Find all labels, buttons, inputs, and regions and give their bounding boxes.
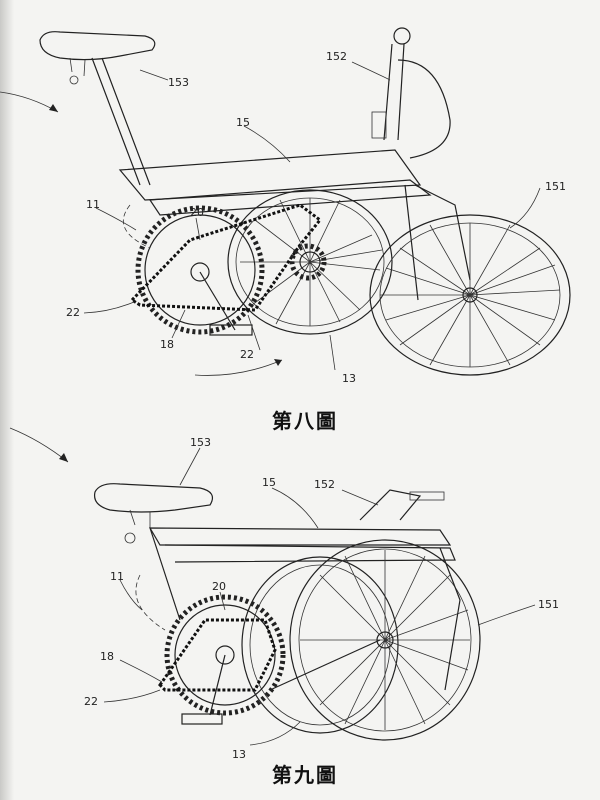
leader-20-folded (219, 591, 226, 611)
leader-152-folded (341, 489, 379, 506)
rear-wheel-folded (241, 556, 399, 734)
leader-13 (329, 334, 336, 371)
crank-axle (190, 262, 210, 282)
rear-hub (299, 251, 321, 273)
label-151: 151 (545, 180, 566, 193)
folding-path-11-folded (135, 574, 166, 631)
label-153-folded: 153 (190, 436, 211, 449)
chainring (144, 214, 256, 326)
crank-axle-folded (215, 645, 235, 665)
leader-153-folded (179, 447, 201, 486)
label-15-folded: 15 (262, 476, 276, 489)
chainring-teeth (135, 205, 265, 335)
folding-path-11 (122, 204, 151, 249)
front-wheel-folded (289, 539, 481, 741)
label-18-folded: 18 (100, 650, 114, 663)
leader-22a (83, 301, 135, 314)
label-13-folded: 13 (232, 748, 246, 761)
label-11-folded: 11 (110, 570, 124, 583)
seat-clamp-bolt-folded (124, 532, 136, 544)
front-wheel-spokes (380, 223, 561, 367)
label-11: 11 (86, 198, 100, 211)
brake-cable (397, 59, 451, 159)
figure-9-ref-arrowhead (59, 453, 68, 462)
rotation-arrow (194, 359, 283, 376)
rear-wheel-outer (227, 189, 393, 335)
figure-8-drawing: 153 152 15 151 11 20 22 18 22 13 第八圖 (0, 27, 571, 433)
leader-151-folded (477, 604, 536, 626)
front-wheel-spokes-folded (300, 550, 470, 730)
figure-9-ref-arrow (9, 427, 69, 463)
crank-arm-folded (209, 654, 226, 716)
leader-13-folded (249, 721, 301, 746)
seat-post (91, 57, 151, 186)
figure-9-drawing: 153 15 152 11 20 151 18 22 13 第九圖 (9, 427, 559, 787)
pedal-folded (181, 713, 223, 725)
chainstay-folded (269, 639, 381, 691)
handlebar-grip-folded (409, 491, 445, 501)
saddle-clamp-folded (129, 509, 151, 528)
chain (129, 203, 323, 312)
handlebar-grip (393, 27, 411, 45)
leader-18-folded (119, 659, 163, 683)
label-20: 20 (190, 206, 204, 219)
leader-15-folded (271, 487, 319, 529)
leader-18 (171, 309, 186, 339)
figure-8-ref-arrow (0, 91, 59, 113)
rotation-arrowhead (274, 359, 282, 366)
frame-lower-rail (148, 179, 432, 216)
leader-22-folded (103, 689, 161, 703)
label-18: 18 (160, 338, 174, 351)
saddle-folded (93, 483, 213, 513)
leader-152 (351, 61, 391, 81)
leader-15 (243, 125, 291, 163)
handlebar-post (383, 43, 405, 141)
chain-folded (158, 618, 277, 692)
leader-22b (247, 314, 261, 351)
page-edge-shadow (0, 0, 14, 800)
label-151-folded: 151 (538, 598, 559, 611)
head-tube (404, 184, 419, 301)
handlebar-folded (359, 489, 422, 521)
figure-8-ref-arrowhead (49, 104, 58, 112)
leader-20 (195, 217, 201, 241)
label-153: 153 (168, 76, 189, 89)
label-152: 152 (326, 50, 347, 63)
saddle-clamp (69, 57, 86, 77)
main-frame-tube (118, 149, 422, 201)
front-wheel-outer (369, 214, 571, 376)
stem-hinge (371, 111, 387, 139)
saddle (39, 31, 156, 61)
fork-folded (439, 547, 461, 691)
front-fork (414, 184, 471, 281)
front-hub-folded (376, 631, 394, 649)
leader-11-folded (119, 579, 143, 611)
label-22-bottom: 22 (240, 348, 254, 361)
label-22-left: 22 (66, 306, 80, 319)
main-frame-folded (148, 527, 452, 546)
pedal (209, 324, 253, 336)
figure-9-caption: 第九圖 (272, 763, 338, 787)
frame-rail-folded (164, 544, 456, 563)
label-22-folded: 22 (84, 695, 98, 708)
rear-cog (289, 243, 327, 281)
label-152-folded: 152 (314, 478, 335, 491)
leader-153 (139, 69, 169, 81)
leader-11 (95, 207, 137, 231)
rear-wheel-spokes (240, 198, 383, 326)
label-13: 13 (342, 372, 356, 385)
chainring-teeth-folded (164, 594, 286, 716)
label-20-folded: 20 (212, 580, 226, 593)
crank-arm (199, 271, 236, 331)
front-hub (462, 287, 478, 303)
front-wheel-rim-folded (298, 548, 472, 732)
leader-151 (509, 187, 541, 229)
seat-tube-folded (149, 527, 181, 621)
figure-8-caption: 第八圖 (272, 409, 338, 433)
label-15: 15 (236, 116, 250, 129)
seat-clamp-bolt (69, 75, 79, 85)
chainring-folded (174, 604, 276, 706)
